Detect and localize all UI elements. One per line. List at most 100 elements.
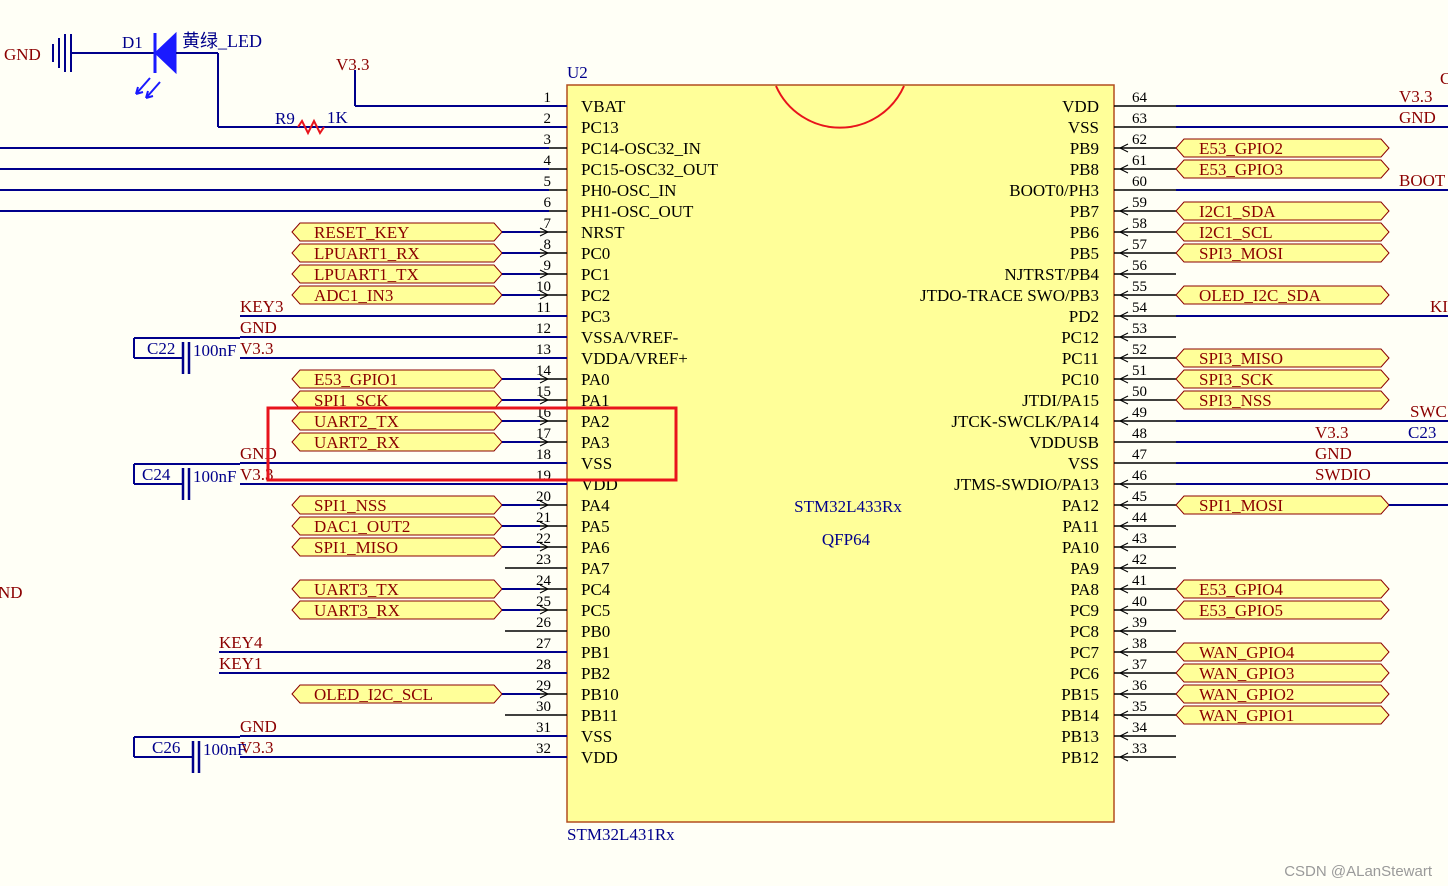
pin-number: 18 — [536, 447, 551, 463]
pin-number: 33 — [1132, 741, 1147, 757]
pin-name: PA12 — [1062, 496, 1099, 515]
light-arrow-icon — [145, 81, 161, 99]
pin-name: JTCK-SWCLK/PA14 — [951, 412, 1099, 431]
io-arrow — [539, 374, 550, 384]
port-flag — [1175, 348, 1390, 368]
cap-value: 100nF — [193, 467, 236, 486]
port-flag — [1175, 663, 1390, 683]
pin-name: VSSA/VREF- — [581, 328, 679, 347]
port-flag — [1175, 285, 1390, 305]
pin-number: 8 — [544, 237, 552, 253]
highlight-box — [266, 406, 678, 482]
pin-number: 4 — [544, 153, 552, 169]
port-flag-label: UART2_TX — [314, 412, 399, 431]
net-label: KEY4 — [219, 633, 263, 652]
pin-number: 20 — [536, 489, 551, 505]
pin-name: VSS — [581, 454, 612, 473]
led-icon — [154, 31, 177, 75]
io-arrow — [1118, 416, 1129, 426]
io-arrow — [1118, 521, 1129, 531]
io-arrow — [539, 542, 550, 552]
pin-number: 26 — [536, 615, 552, 631]
pin-number: 58 — [1132, 216, 1147, 232]
pin-number: 57 — [1132, 237, 1148, 253]
cap-designator: C26 — [152, 738, 180, 757]
pin-name: PA11 — [1062, 517, 1099, 536]
pin-number: 43 — [1132, 531, 1147, 547]
pin-number: 30 — [536, 699, 551, 715]
pin-name: PB10 — [581, 685, 619, 704]
resistor-value: 1K — [327, 108, 349, 127]
pin-number: 17 — [536, 426, 552, 442]
port-flag-label: E53_GPIO3 — [1199, 160, 1283, 179]
pin-name: PA10 — [1062, 538, 1099, 557]
chip-notch — [775, 85, 905, 129]
resistor-symbol — [297, 118, 325, 136]
pin-name: PB0 — [581, 622, 610, 641]
io-arrow — [1118, 269, 1129, 279]
port-flag-label: SPI3_MOSI — [1199, 244, 1283, 263]
pin-number: 19 — [536, 468, 551, 484]
pin-name: NJTRST/PB4 — [1005, 265, 1100, 284]
port-flag-label: WAN_GPIO4 — [1199, 643, 1295, 662]
port-flag-label: OLED_I2C_SCL — [314, 685, 433, 704]
pin-name: PC2 — [581, 286, 610, 305]
port-flag — [1175, 243, 1390, 263]
cap-designator: C23 — [1408, 423, 1436, 442]
pin-number: 46 — [1132, 468, 1148, 484]
port-flag-label: SPI1_NSS — [314, 496, 387, 515]
pin-name: PC11 — [1062, 349, 1099, 368]
gnd-label: GND — [4, 45, 41, 64]
io-arrow — [1118, 731, 1129, 741]
led-value: 黄绿_LED — [182, 31, 262, 51]
pin-name: PB1 — [581, 643, 610, 662]
pin-name: PC9 — [1070, 601, 1099, 620]
pin-name: PA0 — [581, 370, 610, 389]
pin-number: 61 — [1132, 153, 1147, 169]
pin-number: 49 — [1132, 405, 1147, 421]
pin-number: 50 — [1132, 384, 1147, 400]
pin-number: 64 — [1132, 90, 1148, 106]
pin-number: 36 — [1132, 678, 1148, 694]
pin-name: PC15-OSC32_OUT — [581, 160, 719, 179]
io-arrow — [539, 437, 550, 447]
pin-name: PB5 — [1070, 244, 1099, 263]
pin-number: 56 — [1132, 258, 1148, 274]
net-label: C — [1440, 69, 1448, 88]
io-arrow — [1118, 500, 1129, 510]
chip-package: QFP64 — [822, 530, 871, 549]
pin-number: 42 — [1132, 552, 1147, 568]
port-flag — [1175, 138, 1390, 158]
cap-designator: C22 — [147, 339, 175, 358]
port-flag — [1175, 369, 1390, 389]
net-label: SWDIO — [1315, 465, 1371, 484]
pin-number: 62 — [1132, 132, 1147, 148]
pin-name: VSS — [1068, 454, 1099, 473]
pin-name: PA8 — [1070, 580, 1099, 599]
pin-number: 44 — [1132, 510, 1148, 526]
pin-name: VDDUSB — [1029, 433, 1099, 452]
pin-number: 29 — [536, 678, 551, 694]
io-arrow — [1118, 647, 1129, 657]
port-flag-label: RESET_KEY — [314, 223, 409, 242]
pin-number: 53 — [1132, 321, 1147, 337]
net-label: GND — [240, 444, 277, 463]
chip-comment: STM32L431Rx — [567, 825, 675, 844]
pin-number: 59 — [1132, 195, 1147, 211]
pin-name: JTMS-SWDIO/PA13 — [954, 475, 1099, 494]
port-flag-label: WAN_GPIO3 — [1199, 664, 1294, 683]
io-arrow — [1118, 542, 1129, 552]
led-designator: D1 — [122, 33, 143, 52]
pin-name: PC14-OSC32_IN — [581, 139, 701, 158]
net-label: GND — [1315, 444, 1352, 463]
pin-number: 25 — [536, 594, 551, 610]
pin-number: 21 — [536, 510, 551, 526]
port-flag-label: DAC1_OUT2 — [314, 517, 410, 536]
pin-name: VBAT — [581, 97, 626, 116]
pin-name: PD2 — [1069, 307, 1099, 326]
io-arrow — [539, 227, 550, 237]
pin-number: 35 — [1132, 699, 1147, 715]
net-label: V3.3 — [1315, 423, 1349, 442]
port-flag-label: SPI3_MISO — [1199, 349, 1283, 368]
